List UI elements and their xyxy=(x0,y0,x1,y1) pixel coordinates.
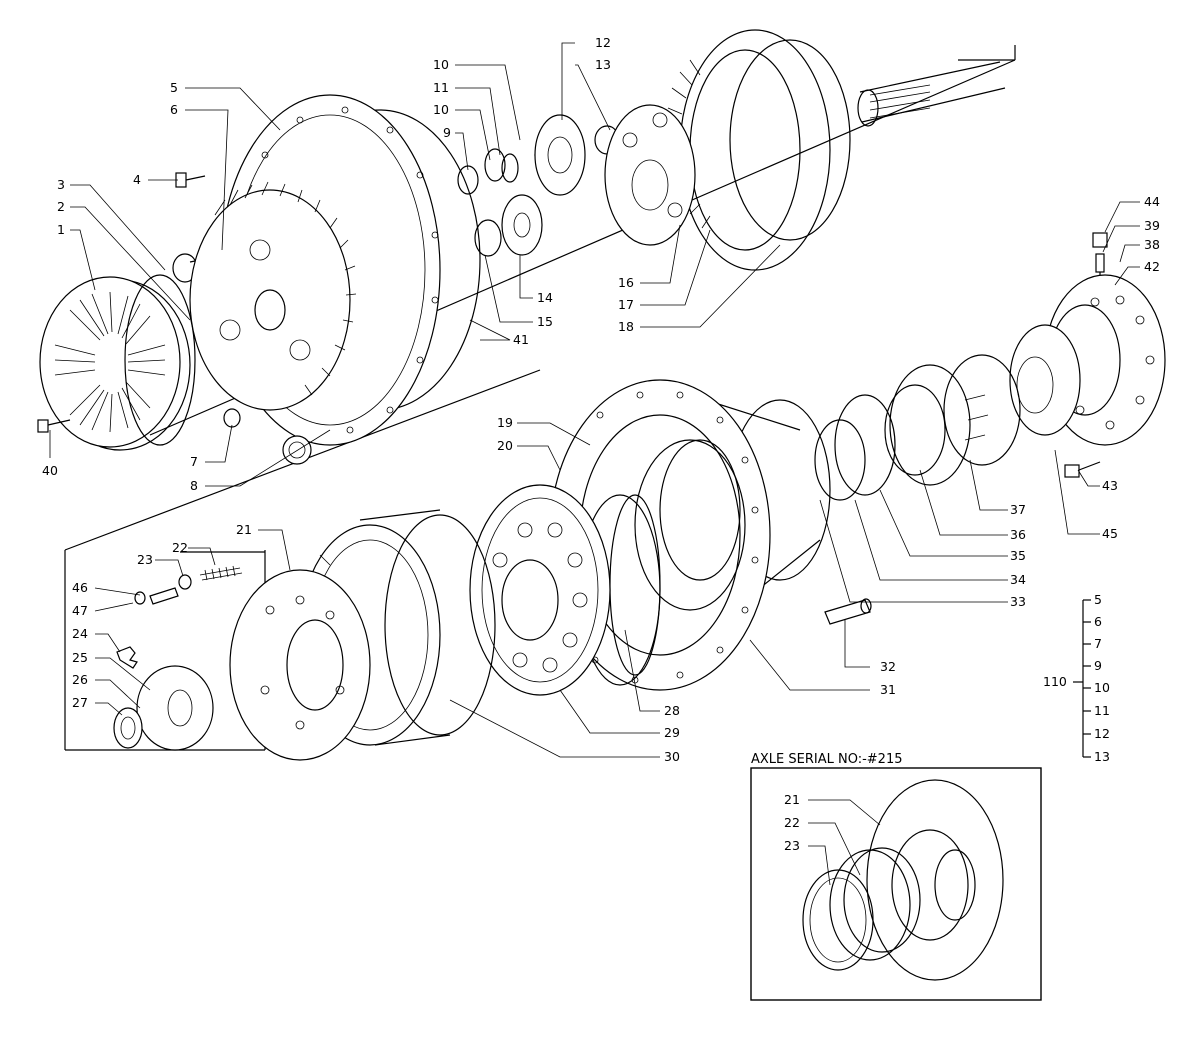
part-flange xyxy=(229,569,371,761)
part-plugs xyxy=(223,408,312,465)
leader-lines xyxy=(49,42,1140,886)
kit-item: 11 xyxy=(1094,703,1110,718)
callout-labels: 5 6 3 2 1 4 40 7 8 41 10 11 10 9 12 13 1… xyxy=(42,35,1160,853)
inset-border xyxy=(750,767,1042,1001)
callout-29: 29 xyxy=(664,725,680,740)
callout-37: 37 xyxy=(1010,502,1026,517)
callout-5: 5 xyxy=(170,80,178,95)
kit-item: 5 xyxy=(1094,592,1102,607)
kit-item: 12 xyxy=(1094,726,1110,741)
callout-36: 36 xyxy=(1010,527,1026,542)
part-bearings-seals xyxy=(814,354,1021,501)
kit-label: 110 xyxy=(1043,674,1067,689)
kit-item: 10 xyxy=(1094,680,1110,695)
callout-3: 3 xyxy=(57,177,65,192)
callout-21: 21 xyxy=(236,522,252,537)
inset-title: AXLE SERIAL NO:-#215 xyxy=(751,752,903,767)
kit-item: 9 xyxy=(1094,658,1102,673)
callout-43: 43 xyxy=(1102,478,1118,493)
callout-10b: 10 xyxy=(433,102,449,117)
kit-bracket: 110 5 6 7 9 10 11 12 13 xyxy=(1043,592,1110,764)
inset-axle-serial: AXLE SERIAL NO:-#215 xyxy=(750,752,1042,1001)
callout-38: 38 xyxy=(1144,237,1160,252)
callout-6: 6 xyxy=(170,102,178,117)
part-ring-gear-carrier xyxy=(469,484,661,696)
callout-42: 42 xyxy=(1144,259,1160,274)
gear-teeth-left xyxy=(214,181,357,396)
callout-46: 46 xyxy=(72,580,88,595)
part-cover-disc xyxy=(39,276,191,451)
callout-15: 15 xyxy=(537,314,553,329)
callout-4: 4 xyxy=(133,172,141,187)
inset-callout-23: 23 xyxy=(784,838,800,853)
callout-13: 13 xyxy=(595,57,611,72)
callout-17: 17 xyxy=(618,297,634,312)
callout-45: 45 xyxy=(1102,526,1118,541)
callout-27: 27 xyxy=(72,695,88,710)
callout-20: 20 xyxy=(497,438,513,453)
callout-28: 28 xyxy=(664,703,680,718)
callout-14: 14 xyxy=(537,290,553,305)
callout-16: 16 xyxy=(618,275,634,290)
callout-2: 2 xyxy=(57,199,65,214)
inset-callout-21: 21 xyxy=(784,792,800,807)
housing-bolt-holes xyxy=(261,106,439,434)
callout-12: 12 xyxy=(595,35,611,50)
kit-item: 6 xyxy=(1094,614,1102,629)
callout-22: 22 xyxy=(172,540,188,555)
callout-47: 47 xyxy=(72,603,88,618)
callout-41: 41 xyxy=(513,332,529,347)
callout-26: 26 xyxy=(72,672,88,687)
part-hub-flange xyxy=(1009,274,1166,478)
callout-8: 8 xyxy=(190,478,198,493)
part-ring-seal xyxy=(124,274,196,446)
kit-item: 13 xyxy=(1094,749,1110,764)
callout-31: 31 xyxy=(880,682,896,697)
callout-7: 7 xyxy=(190,454,198,469)
callout-10a: 10 xyxy=(433,57,449,72)
callout-19: 19 xyxy=(497,415,513,430)
callout-44: 44 xyxy=(1144,194,1160,209)
kit-item: 7 xyxy=(1094,636,1102,651)
part-planet-gears xyxy=(457,114,620,257)
callout-24: 24 xyxy=(72,626,88,641)
part-planet-carrier-housing xyxy=(189,94,481,446)
callout-35: 35 xyxy=(1010,548,1026,563)
callout-33: 33 xyxy=(1010,594,1026,609)
callout-11: 11 xyxy=(433,80,449,95)
callout-34: 34 xyxy=(1010,572,1026,587)
callout-25: 25 xyxy=(72,650,88,665)
part-ring-gear-upper xyxy=(604,29,851,271)
inset-callout-22: 22 xyxy=(784,815,800,830)
axle-shaft xyxy=(857,61,1006,127)
callout-39: 39 xyxy=(1144,218,1160,233)
callout-40: 40 xyxy=(42,463,58,478)
part-stud xyxy=(824,598,872,625)
callout-30: 30 xyxy=(664,749,680,764)
callout-1: 1 xyxy=(57,222,65,237)
callout-18: 18 xyxy=(618,319,634,334)
callout-32: 32 xyxy=(880,659,896,674)
callout-23: 23 xyxy=(137,552,153,567)
callout-9: 9 xyxy=(443,125,451,140)
